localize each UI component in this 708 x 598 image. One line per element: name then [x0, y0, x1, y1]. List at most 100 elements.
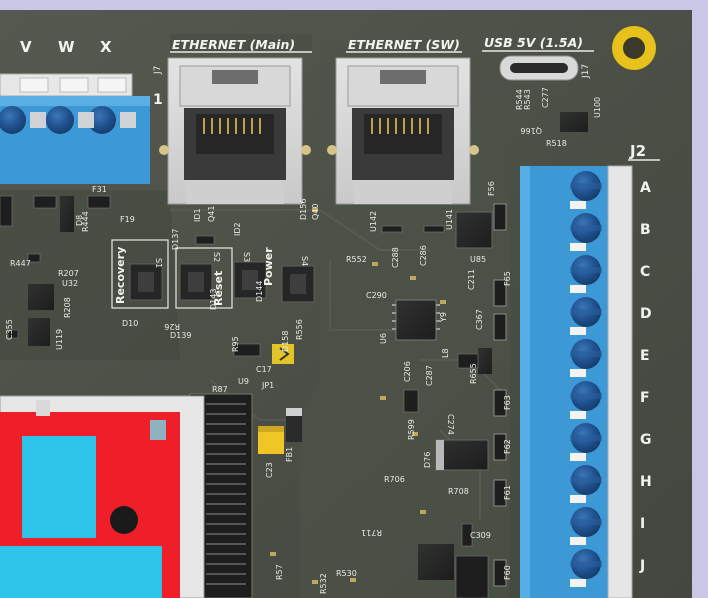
j2-wire-clamp [570, 579, 586, 587]
svg-text:F19: F19 [120, 215, 135, 224]
svg-text:C367: C367 [475, 309, 484, 330]
ic-u119: U119 [28, 318, 64, 350]
svg-text:C17: C17 [256, 365, 272, 374]
svg-text:R708: R708 [448, 487, 469, 496]
reset-label: Reset [212, 271, 225, 306]
svg-text:R208: R208 [63, 297, 72, 318]
svg-text:C288: C288 [391, 247, 400, 268]
svg-text:D137: D137 [171, 229, 180, 250]
svg-text:C355: C355 [5, 319, 14, 340]
svg-text:R447: R447 [10, 259, 31, 268]
j2-terminal-letter-i: I [640, 516, 645, 532]
svg-text:R87: R87 [212, 385, 228, 394]
svg-text:U32: U32 [62, 279, 78, 288]
svg-text:F31: F31 [92, 185, 107, 194]
svg-text:Y9: Y9 [439, 312, 448, 323]
j2-screw-slot [570, 561, 602, 567]
svg-text:R655: R655 [469, 363, 478, 384]
j2-terminal-letter-c: C [640, 264, 650, 280]
j2-screw-slot [570, 393, 602, 399]
j2-wire-clamp [570, 537, 586, 545]
svg-text:R543: R543 [523, 89, 532, 110]
svg-text:R207: R207 [58, 269, 79, 278]
svg-text:U6: U6 [379, 333, 388, 344]
j2-screw-slot [570, 309, 602, 315]
ferrite-fb1: FB1 [285, 408, 302, 462]
svg-text:C309: C309 [470, 531, 491, 540]
jumper-jp1 [272, 344, 294, 364]
svg-text:R556: R556 [295, 319, 304, 340]
ethernet-main-connector: ETHERNET (Main) J7 [153, 34, 312, 205]
capacitor-c23: C23 [258, 426, 284, 478]
svg-text:R711: R711 [361, 528, 382, 537]
svg-text:F63: F63 [503, 395, 512, 410]
svg-text:C287: C287 [425, 365, 434, 386]
svg-text:C211: C211 [467, 269, 476, 290]
svg-text:S3: S3 [242, 252, 251, 262]
svg-text:R518: R518 [546, 139, 567, 148]
diode-d8: D8 [60, 196, 84, 232]
svg-text:D158: D158 [281, 331, 290, 352]
fuse-column [493, 203, 507, 587]
diode-d178 [478, 348, 492, 374]
j2-screw-slot [570, 183, 602, 189]
svg-text:R444: R444 [81, 211, 90, 232]
svg-text:ID2: ID2 [233, 222, 242, 236]
usb-c-connector: USB 5V (1.5A) J17 [482, 35, 594, 81]
svg-text:F60: F60 [503, 565, 512, 580]
ic-u6: U6 [379, 299, 440, 344]
ethernet-sw-label: ETHERNET (SW) [348, 37, 460, 52]
j2-terminal-letter-j: J [639, 558, 645, 574]
svg-text:D143: D143 [209, 289, 218, 310]
terminal-letter-w: W [58, 38, 75, 56]
svg-text:D10: D10 [122, 319, 138, 328]
svg-text:ID1: ID1 [193, 208, 202, 222]
svg-text:C286: C286 [419, 245, 428, 266]
j2-terminal-letter-e: E [640, 348, 650, 364]
svg-text:R599: R599 [407, 419, 416, 440]
svg-text:U85: U85 [470, 255, 486, 264]
svg-text:D76: D76 [423, 452, 432, 468]
j2-terminal-letter-h: H [640, 474, 652, 490]
screw-terminal [46, 106, 74, 134]
j2-wire-clamp [570, 495, 586, 503]
svg-text:R95: R95 [231, 336, 240, 352]
svg-text:S1: S1 [154, 258, 163, 268]
recovery-button: Recovery S1 [111, 239, 169, 309]
j2-terminal-letter-f: F [640, 390, 650, 406]
svg-text:Q41: Q41 [207, 206, 216, 222]
svg-text:Q40: Q40 [311, 204, 320, 220]
pin-one-marker: 1 [153, 92, 163, 108]
usb-label: USB 5V (1.5A) [484, 35, 583, 50]
svg-text:R544: R544 [515, 89, 524, 110]
j2-screw-slot [570, 435, 602, 441]
svg-text:R57: R57 [275, 564, 284, 580]
j7-label: J7 [153, 66, 163, 75]
svg-text:D8: D8 [75, 215, 84, 226]
svg-text:JP1: JP1 [261, 381, 274, 390]
ethernet-main-label: ETHERNET (Main) [172, 37, 295, 52]
power-button: Power S3 [233, 247, 275, 299]
power-label: Power [262, 247, 275, 286]
j2-wire-clamp [570, 327, 586, 335]
svg-text:L8: L8 [441, 348, 450, 358]
j2-terminal-letter-a: A [640, 180, 651, 196]
ic-u32: U32 [28, 279, 78, 310]
svg-text:F61: F61 [503, 485, 512, 500]
svg-text:U100: U100 [593, 97, 602, 118]
ic-u85: U85 [455, 211, 493, 264]
svg-text:F65: F65 [503, 271, 512, 286]
terminal-letter-x: X [100, 38, 112, 56]
j2-wire-clamp [570, 369, 586, 377]
svg-text:U142: U142 [369, 211, 378, 232]
j2-screw-slot [570, 351, 602, 357]
j2-wire-clamp [570, 453, 586, 461]
svg-text:C274: C274 [446, 414, 455, 435]
recovery-label: Recovery [114, 247, 127, 304]
svg-text:D156: D156 [299, 199, 308, 220]
svg-text:D144: D144 [255, 281, 264, 302]
top-terminal-block: V W X 1 [0, 38, 163, 184]
diode-d76: D76 [423, 439, 489, 471]
